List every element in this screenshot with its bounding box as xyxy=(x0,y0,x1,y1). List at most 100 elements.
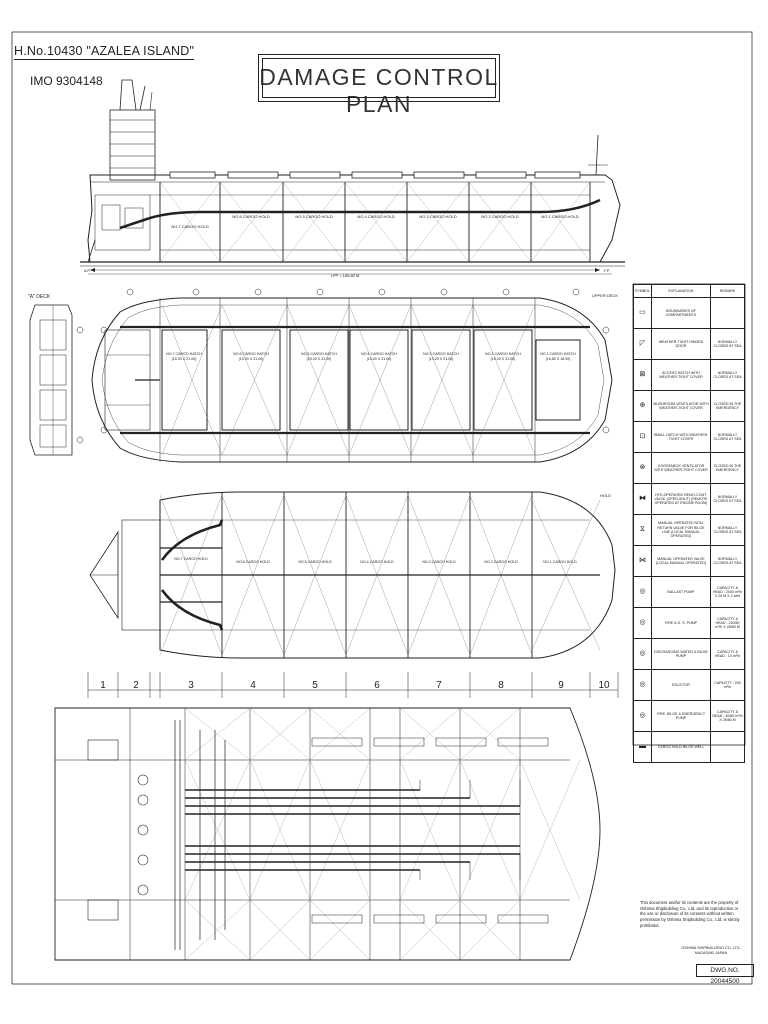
hatch-name: NO.4 CARGO HATCH xyxy=(361,352,397,356)
legend-explanation: HYD.OPERATED REMO-CONT. VALVE (OPEN-SHUT… xyxy=(650,483,711,515)
legend-symbol-icon: ◎ xyxy=(633,607,652,639)
profile-hold-label: NO.2 CARGO HOLD xyxy=(481,214,518,219)
legend-row: ⧓HYD.OPERATED REMO-CONT. VALVE (OPEN-SHU… xyxy=(633,483,746,515)
hatch-size: (19.20 X 21.00) xyxy=(429,357,454,361)
hold-plan xyxy=(87,491,619,698)
legend-row: ⊕MUSHROOM VENTILATOR WITH WEATHER-TIGHT … xyxy=(633,390,746,422)
ap-label: A.P. xyxy=(84,269,90,273)
hold-label-view: HOLD xyxy=(600,493,611,498)
legend-remark: CAPACITY & HEAD : 10 m³/h xyxy=(709,638,746,670)
legend-header-remark: REMARK xyxy=(709,284,746,298)
hull-number: H.No.10430 "AZALEA ISLAND" xyxy=(14,44,195,60)
hatch-size: (19.20 X 21.00) xyxy=(367,357,392,361)
a-deck-plan xyxy=(29,304,84,456)
legend-explanation: DISCHARGING WATER & BILGE PUMP xyxy=(650,638,711,670)
maker-name: OSHIMA SHIPBUILDING CO.,LTD. xyxy=(681,946,741,950)
maker-location: NAGASAKI JAPAN xyxy=(694,950,728,955)
legend-symbol-icon: ◎ xyxy=(633,669,652,701)
hold-label: NO.2 CARGO HOLD xyxy=(484,560,518,564)
legend-symbol-icon: ◎ xyxy=(633,700,652,732)
profile-hold-label: NO.5 CARGO HOLD xyxy=(295,214,332,219)
legend-row: ⋈MANUAL OPERATED VALVE (LOCAL MANUAL OPE… xyxy=(633,545,746,577)
legend-symbol-icon: ⊗ xyxy=(633,452,652,484)
legend-symbol-icon: ⊡ xyxy=(633,421,652,453)
hatch-name: NO.5 CARGO HATCH xyxy=(301,352,337,356)
hold-label: NO.3 CARGO HOLD xyxy=(422,560,456,564)
legend-row: ▭BOUNDARIES OF COMPARTMENTS xyxy=(633,297,746,329)
legend-table: SYMBOL EXPLANATION REMARK ▭BOUNDARIES OF… xyxy=(633,284,746,763)
compartment-numbers: 1 2 3 4 5 6 7 8 9 10 xyxy=(100,680,610,691)
hatch-size: (19.20 X 21.00) xyxy=(307,357,332,361)
legend-symbol-icon: ⧖ xyxy=(633,514,652,546)
legend-header-explanation: EXPLANATION xyxy=(650,284,711,298)
compartment-number: 3 xyxy=(188,680,194,691)
legend-explanation: SMALL HATCH WITH WEATHER-TIGHT COVER xyxy=(650,421,711,453)
legend-explanation: FIRE, BILGE & EMERGENCY PUMP xyxy=(650,700,711,732)
page-title: DAMAGE CONTROL PLAN xyxy=(259,64,499,117)
compartment-number: 6 xyxy=(374,680,380,691)
proprietary-notice: This document and/or its contents are th… xyxy=(640,900,740,928)
legend-explanation: FIRE & G. S. PUMP xyxy=(650,607,711,639)
legend-remark: CAPACITY & HEAD : 2000 m³/h X 25 M X 2 s… xyxy=(709,576,746,608)
legend-symbol-icon: ◸ xyxy=(633,328,652,360)
legend-symbol-icon: ▭ xyxy=(633,297,652,329)
hold-label: NO.6 CARGO HOLD xyxy=(236,560,270,564)
legend-explanation: EDUCTOR xyxy=(650,669,711,701)
legend-explanation: MANUAL OPERATED VALVE (LOCAL MANUAL OPER… xyxy=(650,545,711,577)
legend-remark: NORMALLY CLOSED AT SEA xyxy=(709,359,746,391)
profile-hold-label: NO.3 CARGO HOLD xyxy=(419,214,456,219)
compartment-number: 4 xyxy=(250,680,256,691)
legend-explanation: CARGO HOLD BILGE WELL xyxy=(650,731,711,763)
legend-remark: CAPACITY : 200 m³/h xyxy=(709,669,746,701)
compartment-number: 5 xyxy=(312,680,318,691)
compartment-number: 7 xyxy=(436,680,442,691)
legend-remark: NORMALLY CLOSED AT SEA xyxy=(709,514,746,546)
hatch-name: NO.6 CARGO HATCH xyxy=(233,352,269,356)
legend-row: ▬CARGO HOLD BILGE WELL xyxy=(633,731,746,763)
compartment-number: 8 xyxy=(498,680,504,691)
legend-remark: NORMALLY CLOSED AT SEA xyxy=(709,483,746,515)
legend-symbol-icon: ◎ xyxy=(633,638,652,670)
drawing-number: DWG.NO. 20044500 xyxy=(696,964,754,985)
double-bottom-plan xyxy=(54,707,601,961)
hatch-size: (19.20 X 21.00) xyxy=(239,357,264,361)
legend-remark xyxy=(709,297,746,329)
legend-explanation: MANUAL OPERATED NON-RETURN VALVE FOR BIL… xyxy=(650,514,711,546)
legend-remark: CLOSED IN THE EMERGENCY xyxy=(709,452,746,484)
legend-symbol-icon: ⋈ xyxy=(633,545,652,577)
hatch-name: NO.1 CARGO HATCH xyxy=(540,352,576,356)
profile-hold-label: NO.6 CARGO HOLD xyxy=(232,214,269,219)
profile-hold-label: NO.7 CARGO HOLD xyxy=(171,224,208,229)
legend-remark: CAPACITY & HEAD : 230/80 m³/h X 25/80 M xyxy=(709,607,746,639)
upper-deck-plan xyxy=(91,288,613,463)
legend-remark: NORMALLY CLOSED AT SEA xyxy=(709,328,746,360)
upper-deck-label: UPPER DECK xyxy=(592,293,618,298)
legend-remark: NORMALLY CLOSED AT SEA xyxy=(709,421,746,453)
legend-symbol-icon: ⊠ xyxy=(633,359,652,391)
legend-remark xyxy=(709,731,746,763)
compartment-number: 1 xyxy=(100,680,106,691)
legend: SYMBOL EXPLANATION REMARK ▭BOUNDARIES OF… xyxy=(633,284,746,763)
legend-remark: CLOSED IN THE EMERGENCY xyxy=(709,390,746,422)
hatch-size: (15.30 X 21.00) xyxy=(172,357,197,361)
maker-block: OSHIMA SHIPBUILDING CO.,LTD. NAGASAKI JA… xyxy=(676,946,746,956)
imo-number: IMO 9304148 xyxy=(30,74,103,88)
profile-view xyxy=(80,79,625,275)
hatch-name: NO.2 CARGO HATCH xyxy=(485,352,521,356)
a-deck-label: "A" DECK xyxy=(28,294,51,300)
legend-explanation: WEATHER-TIGHT HINGED DOOR xyxy=(650,328,711,360)
deck-hatch-labels: NO.7 CARGO HATCH (15.30 X 21.00) NO.6 CA… xyxy=(166,352,576,361)
legend-explanation: MUSHROOM VENTILATOR WITH WEATHER-TIGHT C… xyxy=(650,390,711,422)
profile-hold-label: NO.1 CARGO HOLD xyxy=(541,214,578,219)
hatch-name: NO.3 CARGO HATCH xyxy=(423,352,459,356)
fp-label: F.P. xyxy=(604,269,610,273)
title-box: DAMAGE CONTROL PLAN xyxy=(258,54,500,117)
